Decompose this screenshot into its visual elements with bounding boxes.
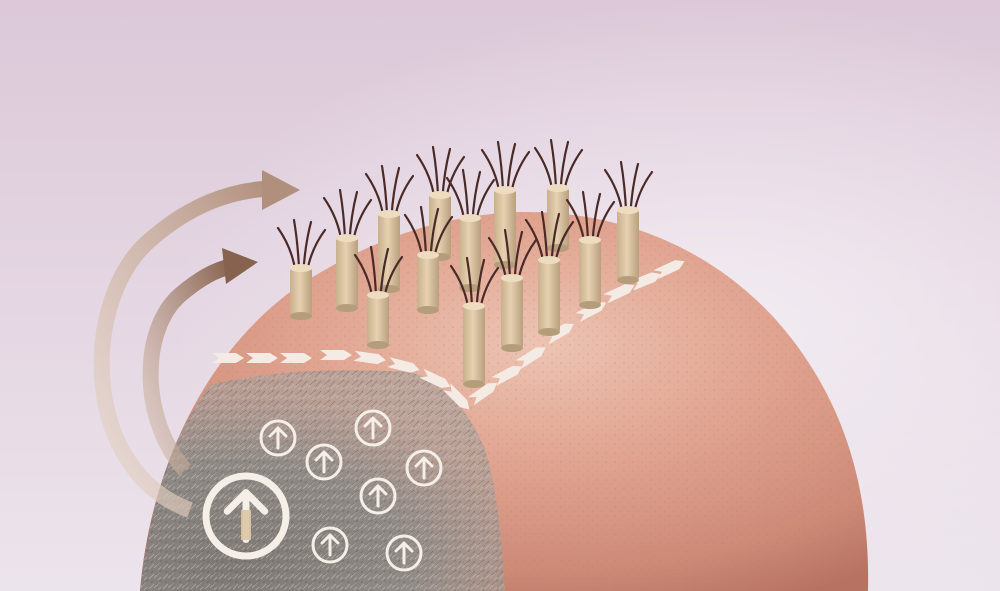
graft-follicle-icon — [487, 228, 538, 352]
graft-follicle-icon — [524, 210, 575, 336]
gray-hair-texture — [140, 370, 505, 591]
up-arrow-circle-icon — [359, 477, 397, 515]
graft-follicle-icon — [322, 188, 373, 312]
graft-follicle-icon — [603, 160, 654, 284]
graft-follicle-icon — [445, 168, 496, 292]
chevron-arrow-icon — [468, 382, 498, 406]
up-arrow-circle-icon — [202, 472, 290, 560]
graft-follicle-icon — [276, 218, 327, 320]
up-arrow-circle-icon — [311, 526, 349, 564]
chevron-arrow-icon — [419, 368, 451, 388]
up-arrow-circles — [202, 409, 443, 572]
graft-path-arrows — [212, 260, 685, 410]
chevron-arrow-icon — [280, 353, 312, 363]
up-arrow-circle-icon — [354, 409, 392, 447]
up-arrow-circle-icon — [405, 449, 443, 487]
chevron-arrow-icon — [543, 323, 574, 345]
chevron-arrow-icon — [653, 260, 685, 280]
graft-follicle-icon — [415, 145, 466, 261]
graft-follicle-icon — [449, 256, 500, 388]
hair-grafts — [276, 138, 654, 388]
chevron-arrow-icon — [515, 347, 546, 369]
chevron-arrow-icon — [387, 357, 420, 373]
chevron-arrow-icon — [443, 383, 470, 410]
curved-arrow-icon — [142, 248, 258, 476]
curved-arrow-icon — [93, 170, 300, 518]
graft-follicle-icon — [403, 205, 454, 314]
chevron-arrow-icon — [246, 353, 278, 363]
chevron-arrow-icon — [320, 350, 352, 360]
chevron-arrow-icon — [212, 353, 244, 363]
graft-follicle-icon — [480, 140, 531, 269]
up-arrow-circle-icon — [259, 419, 297, 457]
up-arrow-circle-icon — [305, 443, 343, 481]
graft-follicle-icon — [353, 245, 404, 349]
chevron-arrow-icon — [603, 284, 635, 304]
up-arrow-circle-icon — [385, 534, 423, 572]
chevron-arrow-icon — [491, 365, 523, 386]
graft-follicle-icon — [565, 190, 616, 309]
chevron-arrow-icon — [353, 350, 386, 365]
chevron-arrow-icon — [629, 272, 661, 291]
